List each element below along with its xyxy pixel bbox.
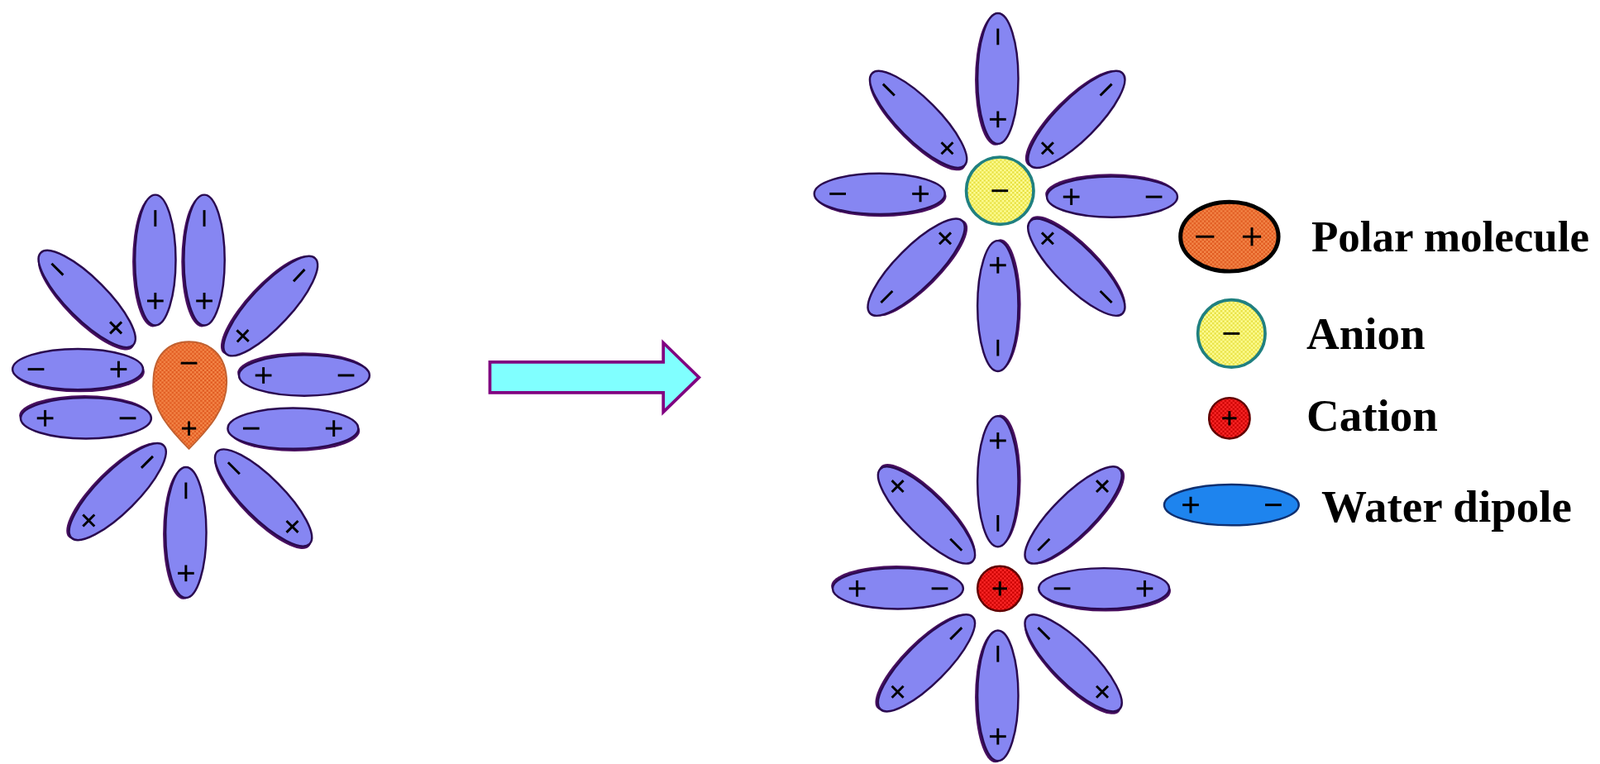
water-dipole (1012, 57, 1137, 182)
water-dipole (974, 630, 1018, 763)
cation (977, 566, 1023, 612)
water-dipole (24, 238, 149, 363)
water-dipole (227, 407, 360, 451)
anion (966, 157, 1034, 225)
water-dipole (977, 414, 1021, 547)
water-dipole (974, 13, 1018, 146)
anion-cluster (814, 13, 1178, 372)
water-dipole (863, 600, 988, 725)
cation-sample (1208, 397, 1250, 439)
polar-molecule-sample (1180, 201, 1279, 272)
legend-label: Cation (1306, 391, 1438, 442)
water-dipole (12, 348, 145, 392)
legend-samples (1164, 201, 1300, 526)
legend-label: Water dipole (1321, 482, 1572, 533)
water-dipole (208, 242, 330, 369)
legend-label: Polar molecule (1311, 212, 1590, 261)
anion-sample (1198, 300, 1266, 368)
legend-label: Anion (1306, 309, 1426, 360)
water-dipole (831, 565, 964, 609)
water-dipole (237, 352, 370, 396)
water-dipole (1045, 173, 1178, 217)
polar-cluster (12, 195, 370, 600)
water-dipole (855, 205, 980, 330)
cation-cluster (831, 414, 1171, 763)
water-dipole (19, 395, 152, 439)
water-dipole (200, 437, 325, 562)
water-dipole (814, 173, 947, 217)
water-dipole (1038, 568, 1171, 612)
water-dipole (864, 451, 989, 576)
water-dipole (1011, 602, 1136, 727)
water-dipole (1014, 203, 1139, 328)
process-arrow (489, 343, 699, 413)
water-dipole (181, 195, 225, 328)
water-dipole (53, 429, 178, 554)
water-dipole (977, 238, 1021, 372)
water-dipole (1012, 453, 1137, 578)
water-dipole (132, 195, 176, 328)
water-dipole (162, 467, 206, 600)
water-dipole (855, 58, 980, 183)
water-dipole-sample (1164, 484, 1300, 526)
polar-molecule (152, 341, 227, 449)
